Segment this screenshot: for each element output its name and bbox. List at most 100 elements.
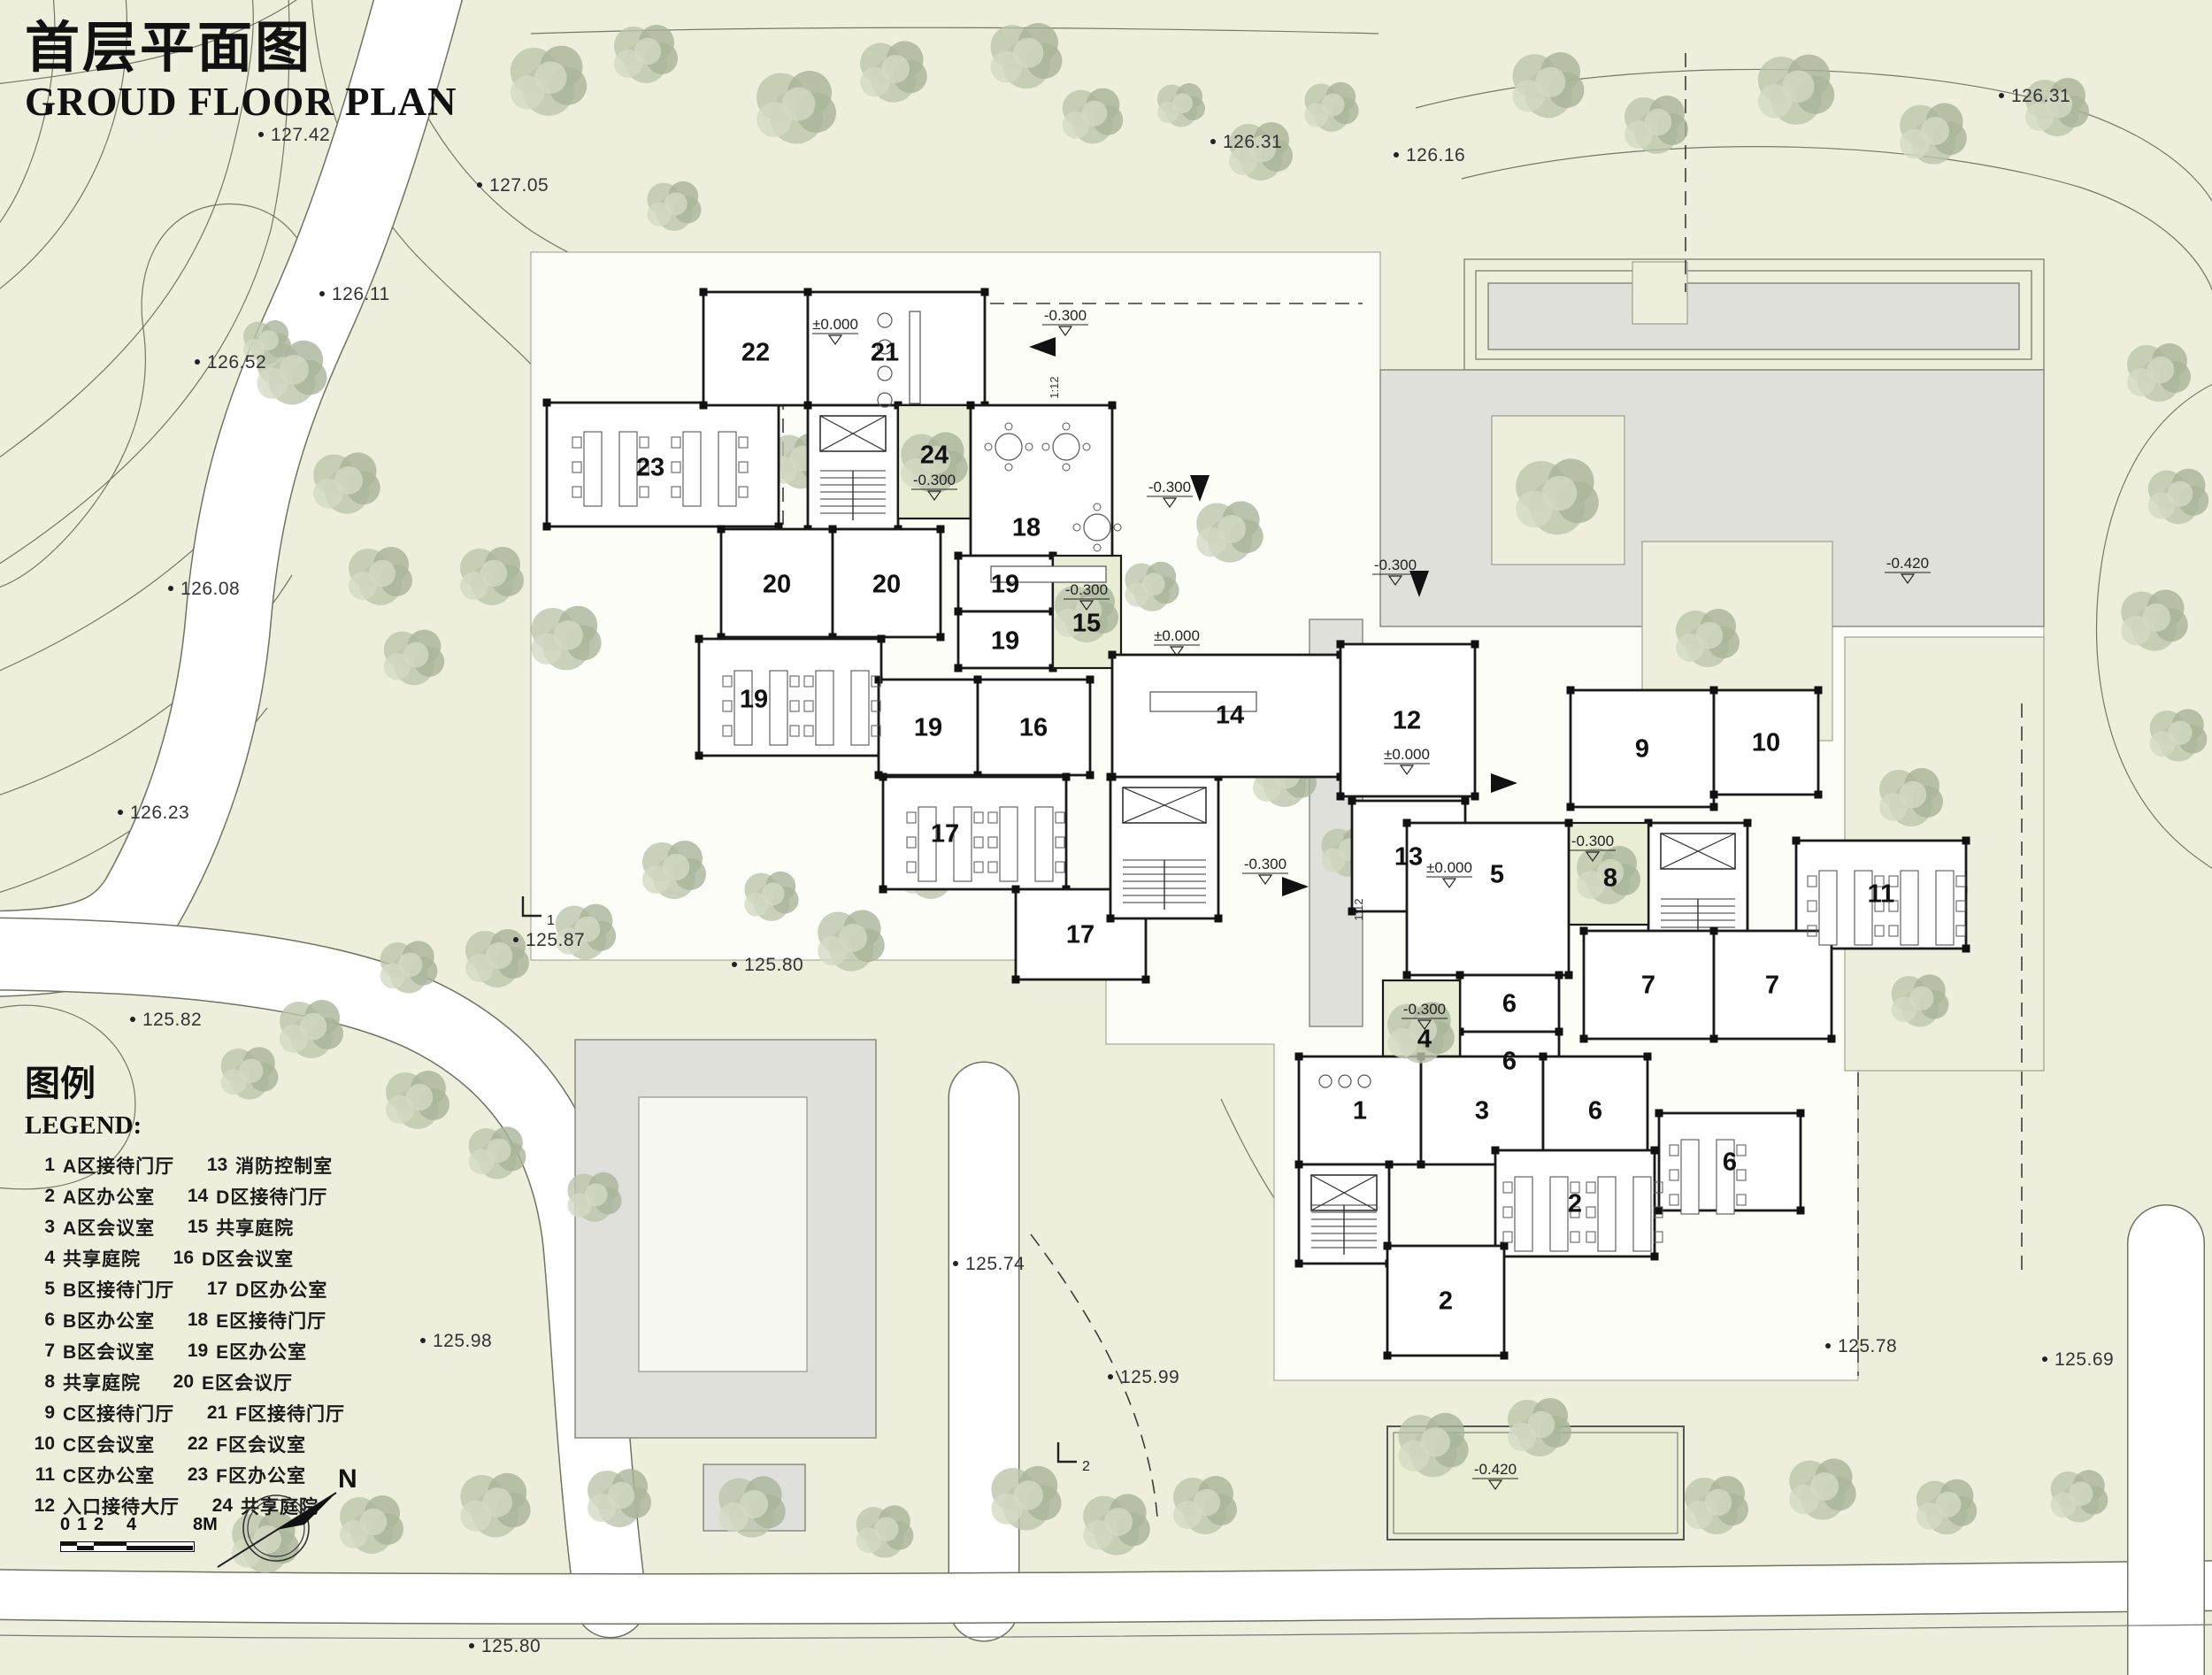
tree-canopy: [1013, 37, 1044, 68]
tree-canopy: [1577, 871, 1605, 899]
tree: [2121, 589, 2188, 651]
tree-canopy: [334, 465, 364, 495]
legend-item-label: E区会议厅: [202, 1372, 294, 1394]
tree-canopy: [1909, 986, 1934, 1010]
tree-canopy: [1695, 621, 1724, 649]
tree-canopy: [280, 1025, 308, 1053]
spot-dot: [1825, 1343, 1831, 1348]
tree-canopy: [1541, 475, 1578, 511]
desk: [682, 431, 702, 507]
level-marker: -0.420: [1885, 555, 1931, 585]
layer-furn: [572, 311, 1966, 1252]
table-chair: [1062, 463, 1071, 472]
spot-value: 126.16: [1406, 145, 1465, 165]
column: [1141, 975, 1150, 984]
level-triangle: [1387, 575, 1403, 587]
chair: [871, 700, 881, 712]
tree-canopy: [258, 330, 279, 350]
tree-canopy: [567, 1193, 592, 1218]
chair: [1736, 1194, 1747, 1206]
tree-canopy: [313, 478, 343, 509]
chair: [1888, 875, 1899, 887]
tree-canopy: [279, 355, 309, 385]
tree-canopy: [1676, 634, 1704, 662]
legend-item-label: D区会议室: [202, 1249, 295, 1270]
tree-canopy: [2149, 731, 2176, 757]
tree-canopy: [1420, 1427, 1450, 1457]
chair: [1874, 875, 1885, 887]
chair: [738, 486, 749, 498]
column: [803, 401, 812, 410]
tree: [2050, 1470, 2108, 1523]
tree: [1685, 1476, 1748, 1534]
column: [1743, 818, 1752, 827]
column: [1643, 1052, 1652, 1061]
room: [1458, 973, 1561, 1033]
table-chair: [1113, 523, 1122, 532]
chair: [1055, 811, 1065, 824]
level-triangle: [1487, 1479, 1503, 1491]
legend-item-number: 9: [44, 1402, 55, 1423]
tree: [1577, 846, 1640, 904]
level-triangle: [1169, 646, 1185, 657]
column: [1796, 1109, 1805, 1118]
column: [1962, 836, 1970, 845]
tree-canopy: [2069, 1481, 2093, 1506]
chair: [1807, 900, 1817, 912]
legend-heading-en: LEGEND:: [25, 1111, 142, 1140]
page-title: 首层平面图: [25, 18, 313, 79]
spot-dot: [953, 1261, 958, 1266]
column: [1709, 803, 1718, 811]
spot-value: 126.31: [2011, 86, 2070, 106]
room-number: 19: [991, 627, 1019, 656]
column: [1086, 675, 1094, 684]
level-value: ±0.000: [1154, 627, 1200, 644]
legend-item-label: F区接待门厅: [235, 1403, 345, 1425]
tree-canopy: [403, 642, 429, 668]
tree-canopy: [1624, 120, 1653, 149]
chair: [1669, 1194, 1679, 1206]
column: [1500, 1351, 1509, 1360]
column: [1461, 796, 1470, 805]
column: [936, 525, 945, 534]
tree-canopy: [761, 882, 785, 906]
tree-canopy: [901, 457, 931, 488]
spot-dot: [420, 1338, 426, 1343]
north-arrow: N: [217, 1464, 357, 1568]
chair: [906, 861, 917, 873]
table-chair: [1072, 523, 1081, 532]
tree: [1398, 1412, 1469, 1478]
tree-canopy: [220, 1069, 247, 1095]
north-label: N: [338, 1464, 357, 1494]
room-number: 7: [1765, 972, 1779, 1000]
legend-item-label: 入口接待大厅: [63, 1496, 180, 1517]
spot-elevation: 126.11: [319, 284, 389, 304]
legend-item-number: 13: [206, 1154, 228, 1175]
reception-seat: [1357, 1074, 1371, 1088]
legend-item-label: F区办公室: [216, 1465, 306, 1487]
entrance-arrow: [1409, 571, 1429, 597]
column: [803, 288, 812, 296]
legend-item-number: 20: [173, 1371, 194, 1392]
column: [1108, 401, 1117, 410]
chair: [1736, 1144, 1747, 1156]
tree: [383, 629, 445, 686]
tree: [2025, 78, 2089, 136]
level-triangle: [1162, 497, 1178, 509]
spot-elevation: 125.98: [420, 1331, 492, 1351]
tree-canopy: [740, 1489, 769, 1518]
elevator: [1122, 787, 1207, 824]
tree: [1789, 1458, 1856, 1520]
legend-item-label: D区办公室: [235, 1279, 328, 1301]
scale-label-4: 4: [127, 1515, 137, 1534]
legend-item-label: B区办公室: [63, 1310, 156, 1332]
column: [1709, 686, 1718, 695]
tree-canopy: [460, 1500, 492, 1532]
spot-dot: [1394, 152, 1399, 158]
column: [980, 288, 989, 296]
tree-canopy: [257, 367, 288, 399]
